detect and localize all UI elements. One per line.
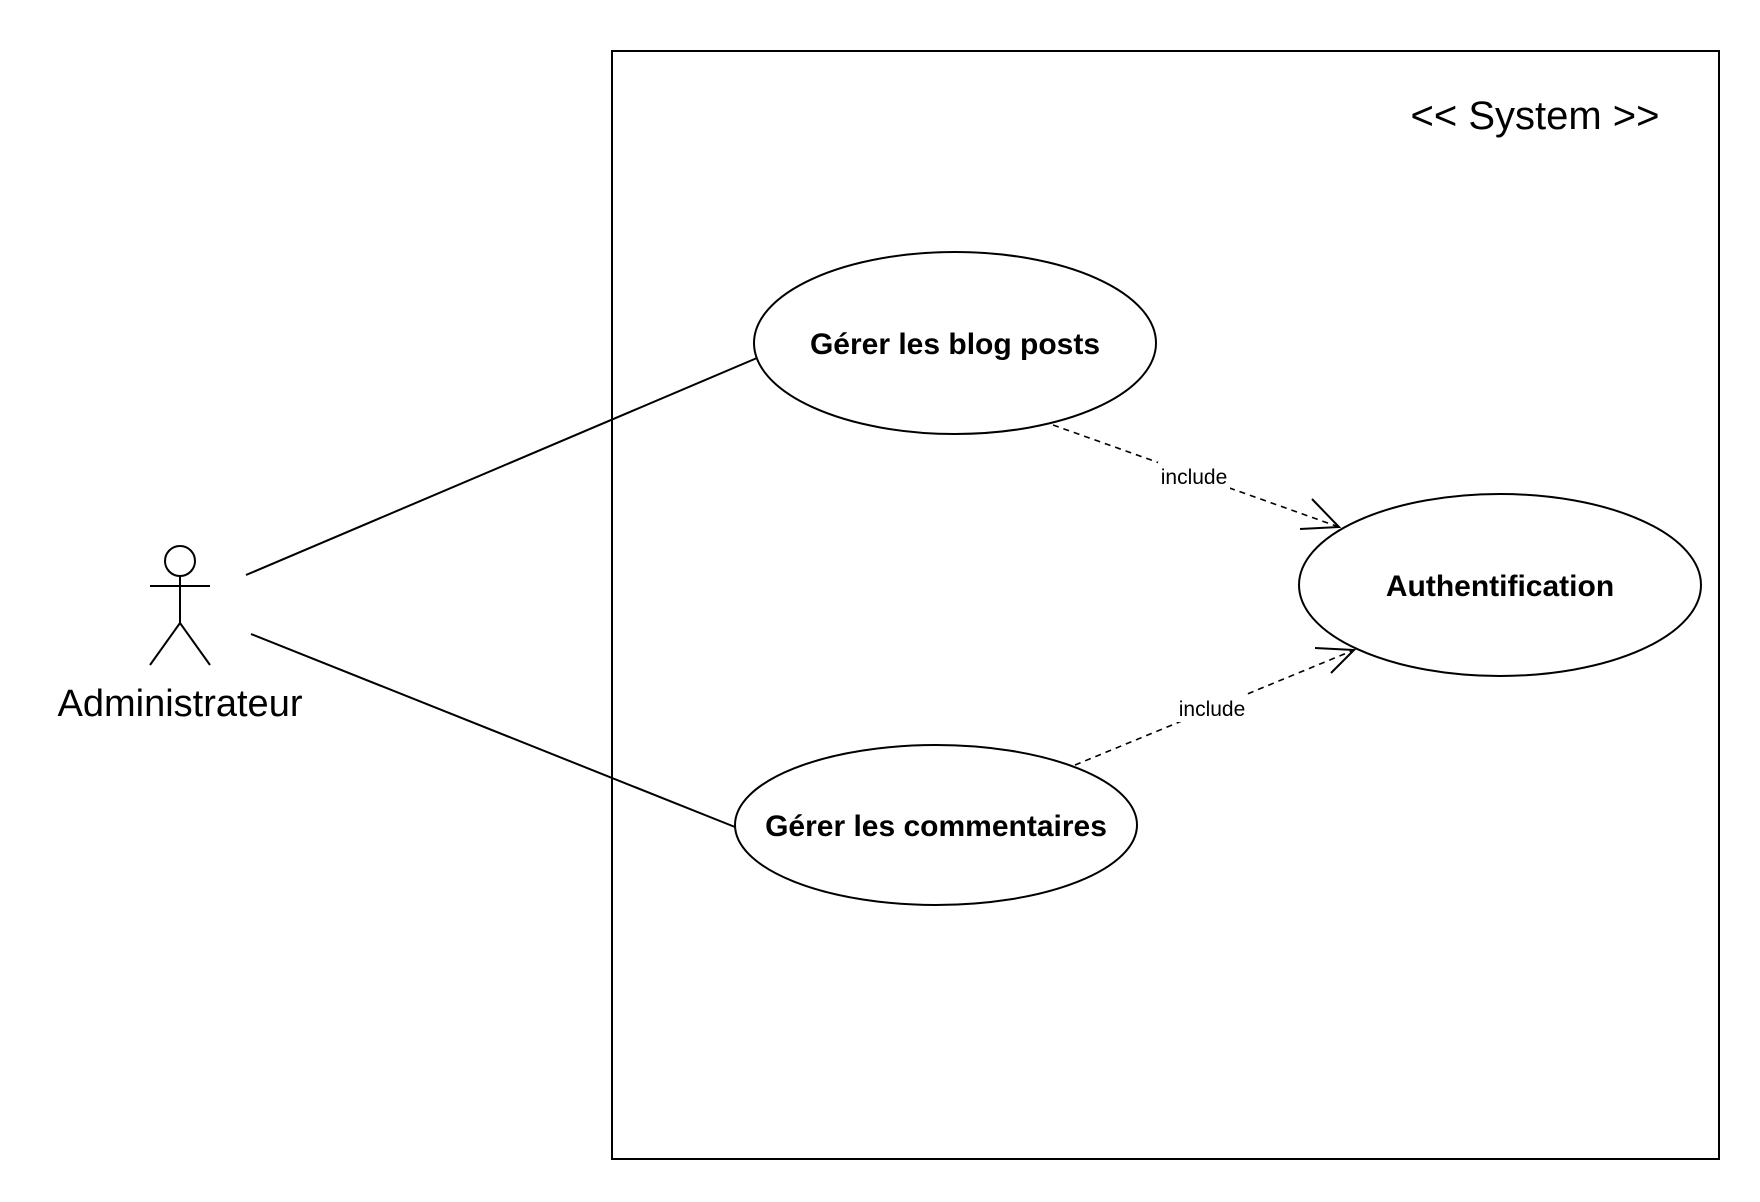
use-case-authentification-label: Authentification (1386, 570, 1614, 603)
use-case-comments-label: Gérer les commentaires (765, 810, 1107, 843)
include-arrow-blog-posts (1052, 424, 1340, 528)
actor-label: Administrateur (58, 683, 303, 725)
use-case-blog-posts-shape (753, 251, 1157, 435)
include-label-bg-comments (1176, 694, 1248, 722)
include-arrowhead-blog-posts (1299, 498, 1342, 530)
stick-figure-icon (149, 545, 211, 666)
association-blog-posts (245, 357, 758, 576)
include-label-bg-blog-posts (1158, 462, 1230, 490)
system-boundary (611, 50, 1720, 1160)
system-stereotype: << System >> (1410, 94, 1659, 138)
use-case-authentification-shape (1298, 493, 1702, 677)
use-case-comments[interactable]: Gérer les commentaires (734, 744, 1138, 906)
actor-administrateur[interactable]: Administrateur (58, 545, 303, 725)
association-comments (250, 633, 736, 828)
include-label-blog-posts: include (1161, 466, 1228, 489)
use-case-authentification[interactable]: Authentification (1298, 493, 1702, 677)
use-case-comments-shape (734, 744, 1138, 906)
include-label-comments: include (1179, 698, 1246, 721)
use-case-blog-posts-label: Gérer les blog posts (810, 328, 1100, 361)
include-arrowhead-comments (1314, 647, 1357, 674)
use-case-blog-posts[interactable]: Gérer les blog posts (753, 251, 1157, 435)
